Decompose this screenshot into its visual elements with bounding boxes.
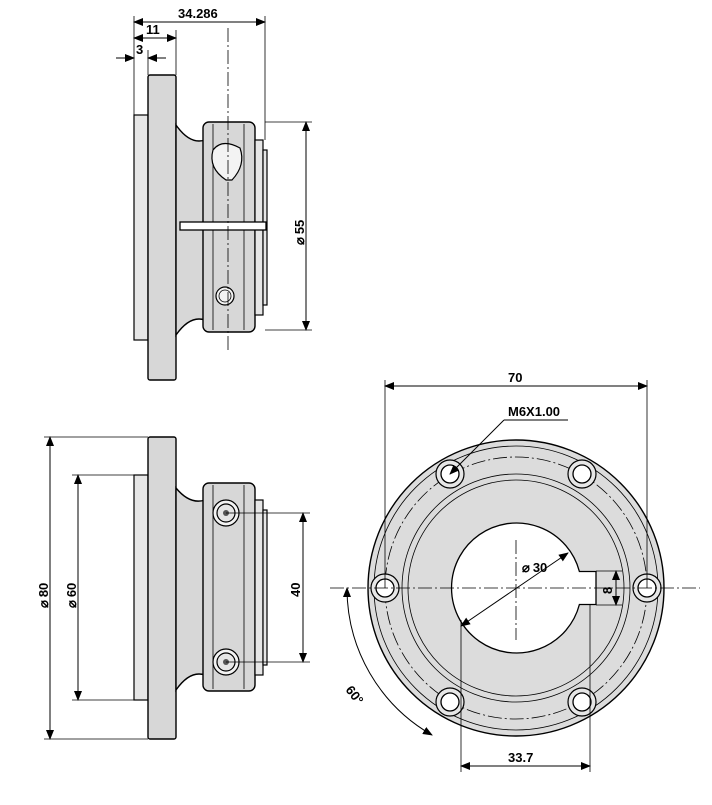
side-view-top: 34.286 11 3 ⌀55 [116, 6, 312, 381]
dim-hub-diameter: ⌀55 [292, 220, 307, 245]
teardrop-hole [211, 142, 243, 181]
dim-pilot-diameter: ⌀60 [64, 583, 79, 608]
dim-hole-angle: 60° [343, 683, 367, 708]
mounting-hole-top-right [567, 459, 597, 489]
dim-pilot-offset: 3 [136, 42, 143, 57]
mounting-hole-bottom-left [435, 687, 465, 717]
clamp-slot [179, 221, 267, 231]
dim-bore: ⌀30 [522, 560, 547, 575]
dim-keyway-width: 8 [600, 587, 615, 594]
dim-flange-offset: 11 [146, 22, 160, 37]
dim-overall-length: 34.286 [178, 6, 218, 21]
flange [147, 74, 177, 381]
dim-keyway-depth: 33.7 [508, 750, 533, 765]
dim-flange-diameter: ⌀80 [36, 583, 51, 608]
dim-screw-spacing: 40 [288, 583, 303, 597]
thread-callout: M6X1.00 [508, 404, 560, 419]
dim-bolt-circle: 70 [508, 370, 522, 385]
mounting-hole-bottom-right [567, 687, 597, 717]
front-view: 70 M6X1.00 ⌀30 8 33.7 60° [330, 370, 700, 772]
pilot-boss [133, 114, 149, 341]
side-view-bottom: ⌀80 ⌀60 40 [36, 436, 310, 740]
